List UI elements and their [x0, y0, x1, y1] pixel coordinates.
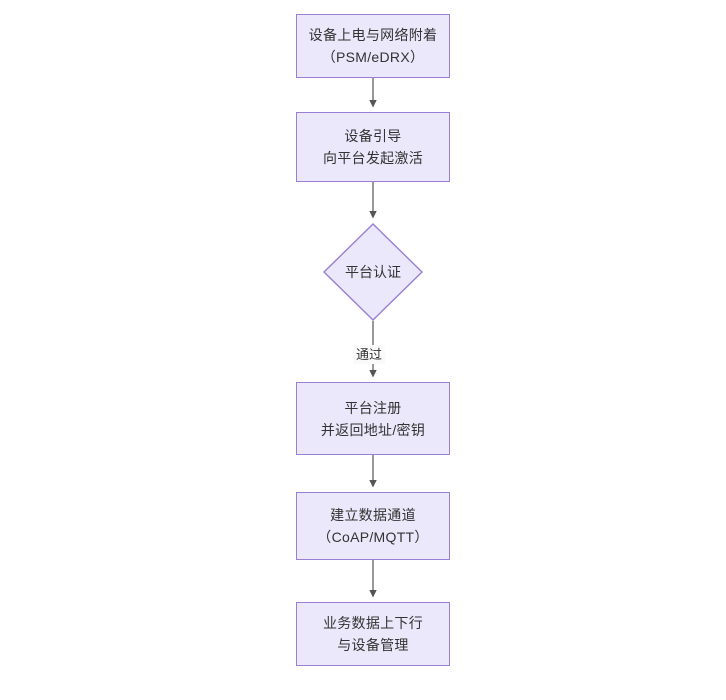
node-platform-register-return-address-key[interactable]: 平台注册 并返回地址/密钥	[296, 382, 450, 455]
node-device-bootstrap-activation[interactable]: 设备引导 向平台发起激活	[296, 112, 450, 182]
node-label: 设备上电与网络附着 （PSM/eDRX）	[308, 27, 438, 65]
node-label: 平台注册 并返回地址/密钥	[320, 399, 426, 438]
node-platform-authentication-decision[interactable]: 平台认证	[323, 223, 423, 321]
node-label: 平台认证	[345, 264, 401, 280]
node-label: 业务数据上下行 与设备管理	[322, 615, 424, 653]
edge-label-pass: 通过	[353, 345, 386, 364]
node-label: 设备引导 向平台发起激活	[322, 128, 424, 166]
node-establish-data-channel[interactable]: 建立数据通道 （CoAP/MQTT）	[296, 492, 450, 560]
node-label: 建立数据通道 （CoAP/MQTT）	[317, 507, 429, 545]
node-power-on-network-attach[interactable]: 设备上电与网络附着 （PSM/eDRX）	[296, 14, 450, 78]
node-business-data-and-device-management[interactable]: 业务数据上下行 与设备管理	[296, 602, 450, 666]
diamond-shape-icon	[323, 223, 423, 321]
